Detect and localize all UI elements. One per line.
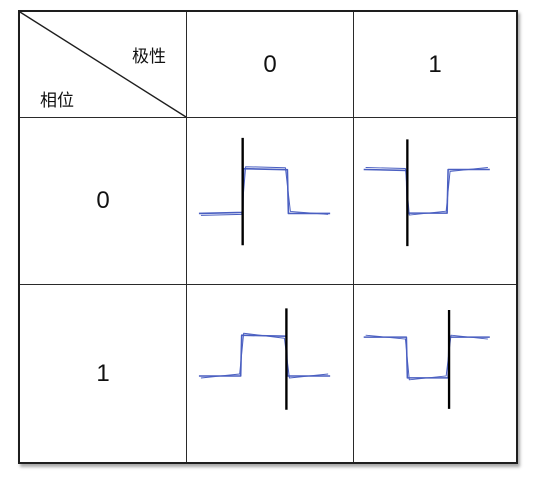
column-header-label: 1	[428, 50, 442, 78]
polarity-label: 极性	[132, 47, 166, 67]
phase-polarity-table: 极性 相位 0 1 0	[18, 10, 518, 464]
waveform-cell-phase1-pol1	[354, 285, 516, 462]
column-header-polarity-0: 0	[187, 12, 354, 118]
row-header-phase-0: 0	[20, 118, 187, 285]
corner-cell: 极性 相位	[20, 12, 187, 118]
row-header-label: 1	[96, 359, 110, 387]
waveform-cell-phase1-pol0	[187, 285, 354, 462]
square-wave-high-after-edge-icon	[198, 137, 331, 246]
square-wave-low-after-edge-icon	[363, 139, 490, 247]
row-header-label: 0	[96, 187, 110, 214]
square-wave-high-before-edge-icon	[198, 308, 331, 410]
waveform-cell-phase0-pol0	[187, 118, 354, 285]
phase-label: 相位	[40, 91, 74, 111]
waveform-cell-phase0-pol1	[354, 118, 516, 285]
square-wave-low-before-edge-icon	[363, 309, 490, 409]
column-header-polarity-1: 1	[354, 12, 516, 118]
table-grid: 极性 相位 0 1 0	[20, 12, 516, 462]
column-header-label: 0	[263, 50, 277, 78]
corner-diagonal	[20, 12, 186, 117]
row-header-phase-1: 1	[20, 285, 187, 462]
